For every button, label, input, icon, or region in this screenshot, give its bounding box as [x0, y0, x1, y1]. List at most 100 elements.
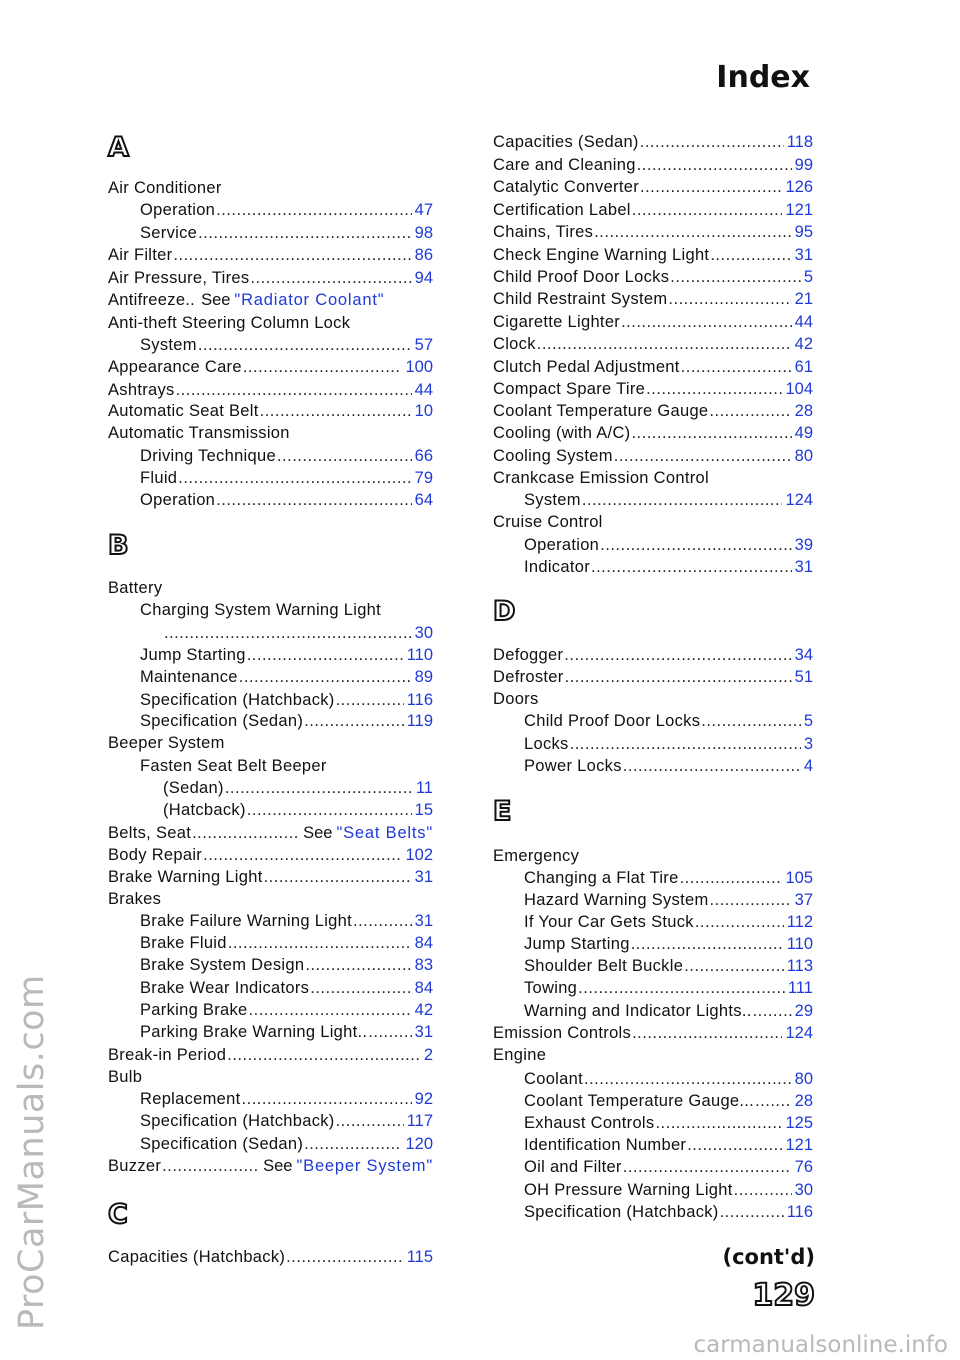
page-reference[interactable]: 4 [803, 757, 813, 775]
page-reference[interactable]: 5 [803, 712, 813, 730]
page-reference[interactable]: 79 [414, 469, 433, 487]
page-reference[interactable]: 84 [414, 979, 433, 997]
entry-term: Air Pressure, Tires [108, 269, 250, 287]
page-reference[interactable]: 89 [414, 668, 433, 686]
page-reference[interactable]: 124 [785, 1024, 813, 1042]
page-reference[interactable]: 113 [786, 957, 813, 975]
page-reference[interactable]: 115 [406, 1248, 433, 1266]
page-reference[interactable]: 117 [406, 1112, 433, 1130]
index-entry: Locks 3 [524, 734, 813, 754]
page-reference[interactable]: 31 [414, 1023, 433, 1041]
index-entry: Catalytic Converter126 [493, 177, 813, 197]
page-reference[interactable]: 104 [785, 380, 813, 398]
dot-leader [623, 756, 801, 776]
page-reference[interactable]: 47 [414, 201, 433, 219]
page-reference[interactable]: 80 [794, 1070, 813, 1088]
entry-term: Specification (Hatchback) [524, 1203, 719, 1221]
page-reference[interactable]: 83 [414, 956, 433, 974]
page-reference[interactable]: 42 [414, 1001, 433, 1019]
page-reference[interactable]: 118 [786, 133, 813, 151]
dot-leader [336, 690, 404, 710]
page-reference[interactable]: 92 [414, 1090, 433, 1108]
page-reference[interactable]: 94 [414, 269, 433, 287]
entry-term: Emission Controls [493, 1024, 632, 1042]
page-reference[interactable]: 64 [414, 491, 433, 509]
entry-term: Brake Warning Light [108, 868, 263, 886]
entry-term: Belts, Seat [108, 824, 192, 842]
page-reference[interactable]: 66 [414, 447, 433, 465]
entry-term: Capacities (Sedan) [493, 133, 639, 151]
page-reference[interactable]: 110 [786, 935, 813, 953]
page-reference[interactable]: 39 [794, 536, 813, 554]
page-reference[interactable]: 31 [414, 868, 433, 886]
page-reference[interactable]: 29 [794, 1002, 813, 1020]
cross-reference[interactable]: "Radiator Coolant" [234, 291, 385, 309]
dot-leader [264, 867, 412, 887]
page-reference[interactable]: 98 [414, 224, 433, 242]
page-reference[interactable]: 2 [423, 1046, 433, 1064]
page-reference[interactable]: 5 [803, 268, 813, 286]
page-reference[interactable]: 121 [785, 201, 813, 219]
page-reference[interactable]: 110 [406, 646, 433, 664]
entry-term: Coolant [524, 1070, 583, 1088]
page-reference[interactable]: 124 [785, 491, 813, 509]
page-reference[interactable]: 95 [794, 223, 813, 241]
page-reference[interactable]: 125 [785, 1114, 813, 1132]
page-reference[interactable]: 30 [414, 624, 433, 642]
page-reference[interactable]: 28 [794, 402, 813, 420]
dot-leader [304, 1134, 402, 1154]
page-reference[interactable]: 76 [794, 1158, 813, 1176]
entry-term: Battery [108, 579, 163, 597]
page-reference[interactable]: 28 [794, 1092, 813, 1110]
page-reference[interactable]: 100 [405, 358, 433, 376]
page-reference[interactable]: 44 [794, 313, 813, 331]
entry-term: Compact Spare Tire [493, 380, 646, 398]
page-reference[interactable]: 126 [785, 178, 813, 196]
index-entry: Anti-theft Steering Column Lock [108, 313, 433, 333]
page-reference[interactable]: 102 [405, 846, 433, 864]
dot-leader [537, 334, 792, 354]
page-reference[interactable]: 57 [414, 336, 433, 354]
cross-reference[interactable]: "Seat Belts" [336, 824, 433, 842]
dot-leader [640, 177, 782, 197]
page-reference[interactable]: 31 [794, 558, 813, 576]
page-reference[interactable]: 105 [785, 869, 813, 887]
index-entry: Doors [493, 689, 813, 709]
page-reference[interactable]: 119 [406, 712, 433, 730]
page-reference[interactable]: 111 [787, 979, 813, 997]
entry-term: Oil and Filter [524, 1158, 622, 1176]
page-reference[interactable]: 31 [794, 246, 813, 264]
page-reference[interactable]: 51 [794, 668, 813, 686]
page-reference[interactable]: 99 [794, 156, 813, 174]
page-reference[interactable]: 44 [414, 381, 433, 399]
entry-term: Locks [524, 735, 569, 753]
entry-term: System [524, 491, 581, 509]
page-reference[interactable]: 61 [794, 358, 813, 376]
index-entry: Antifreeze..See"Radiator Coolant" [108, 290, 433, 310]
page-reference[interactable]: 11 [415, 779, 433, 797]
cross-reference[interactable]: "Beeper System" [296, 1157, 433, 1175]
page-reference[interactable]: 30 [794, 1181, 813, 1199]
page-reference[interactable]: 31 [414, 912, 433, 930]
page-reference[interactable]: 42 [794, 335, 813, 353]
page-reference[interactable]: 10 [414, 402, 433, 420]
entry-term: Maintenance [140, 668, 238, 686]
page-reference[interactable]: 21 [794, 290, 813, 308]
page-reference[interactable]: 116 [786, 1203, 813, 1221]
page-reference[interactable]: 37 [794, 891, 813, 909]
index-entry: Power Locks4 [524, 756, 813, 776]
page-reference[interactable]: 120 [405, 1135, 433, 1153]
dot-leader [584, 1069, 792, 1089]
page-reference[interactable]: 80 [794, 447, 813, 465]
page-reference[interactable]: 15 [414, 801, 433, 819]
page-reference[interactable]: 3 [803, 735, 813, 753]
page-reference[interactable]: 121 [785, 1136, 813, 1154]
index-entry: Operation47 [140, 200, 433, 220]
page-reference[interactable]: 116 [406, 691, 433, 709]
dot-leader [591, 557, 792, 577]
page-reference[interactable]: 86 [414, 246, 433, 264]
page-reference[interactable]: 84 [414, 934, 433, 952]
page-reference[interactable]: 112 [786, 913, 813, 931]
page-reference[interactable]: 34 [794, 646, 813, 664]
page-reference[interactable]: 49 [794, 424, 813, 442]
